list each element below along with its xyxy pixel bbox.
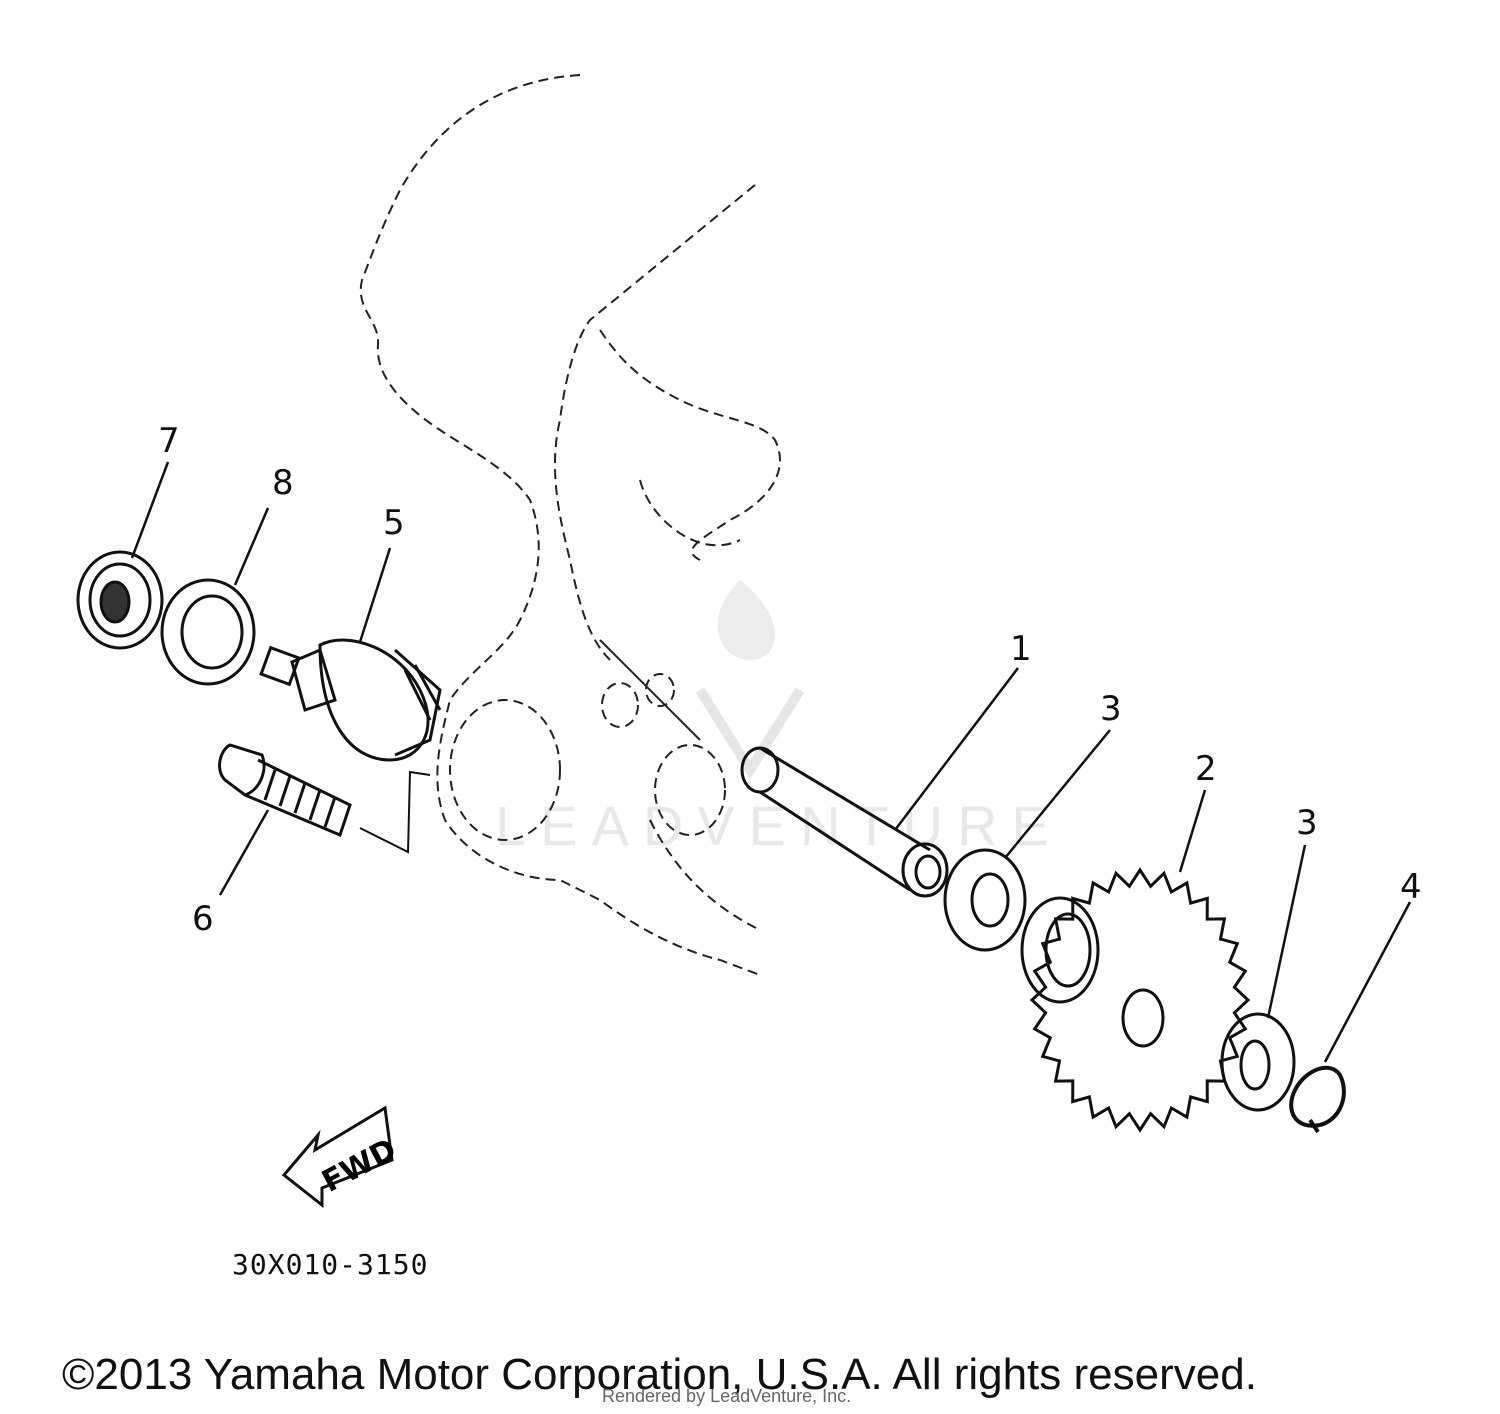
part-3-washer-right [1220,1012,1296,1112]
part-5-kick-idle-gear-shaft [259,638,442,762]
copyright-notice: ©2013 Yamaha Motor Corporation, U.S.A. A… [62,1350,1257,1399]
part-8-washer [160,578,256,686]
part-4-circlip [1289,1065,1346,1134]
callout-7: 7 [158,421,180,461]
engine-case-outline [359,74,781,976]
watermark-rendered-by: Rendered by LeadVenture, Inc. [602,1386,852,1406]
part-6-bolt [218,743,352,838]
callout-3-upper: 3 [1100,689,1122,729]
part-1-shaft [740,746,949,898]
callout-1: 1 [1010,629,1032,669]
watermark-brand: LEADVENTURE [495,794,1063,857]
part-7-oil-seal [76,550,164,650]
callout-3-right: 3 [1296,803,1318,843]
leader-lines [130,461,1412,1063]
callout-4: 4 [1400,867,1422,907]
fwd-arrow-icon [281,1105,394,1209]
part-2-idle-gear [1020,867,1251,1133]
watermark-logo [695,580,805,780]
callout-6: 6 [192,899,214,939]
callout-5: 5 [383,503,405,543]
part-3-washer-left [943,848,1027,952]
callout-2: 2 [1195,749,1217,789]
callout-8: 8 [272,463,294,503]
bolt-install-line [359,770,431,854]
drawing-code: 30X010-3150 [232,1248,429,1281]
